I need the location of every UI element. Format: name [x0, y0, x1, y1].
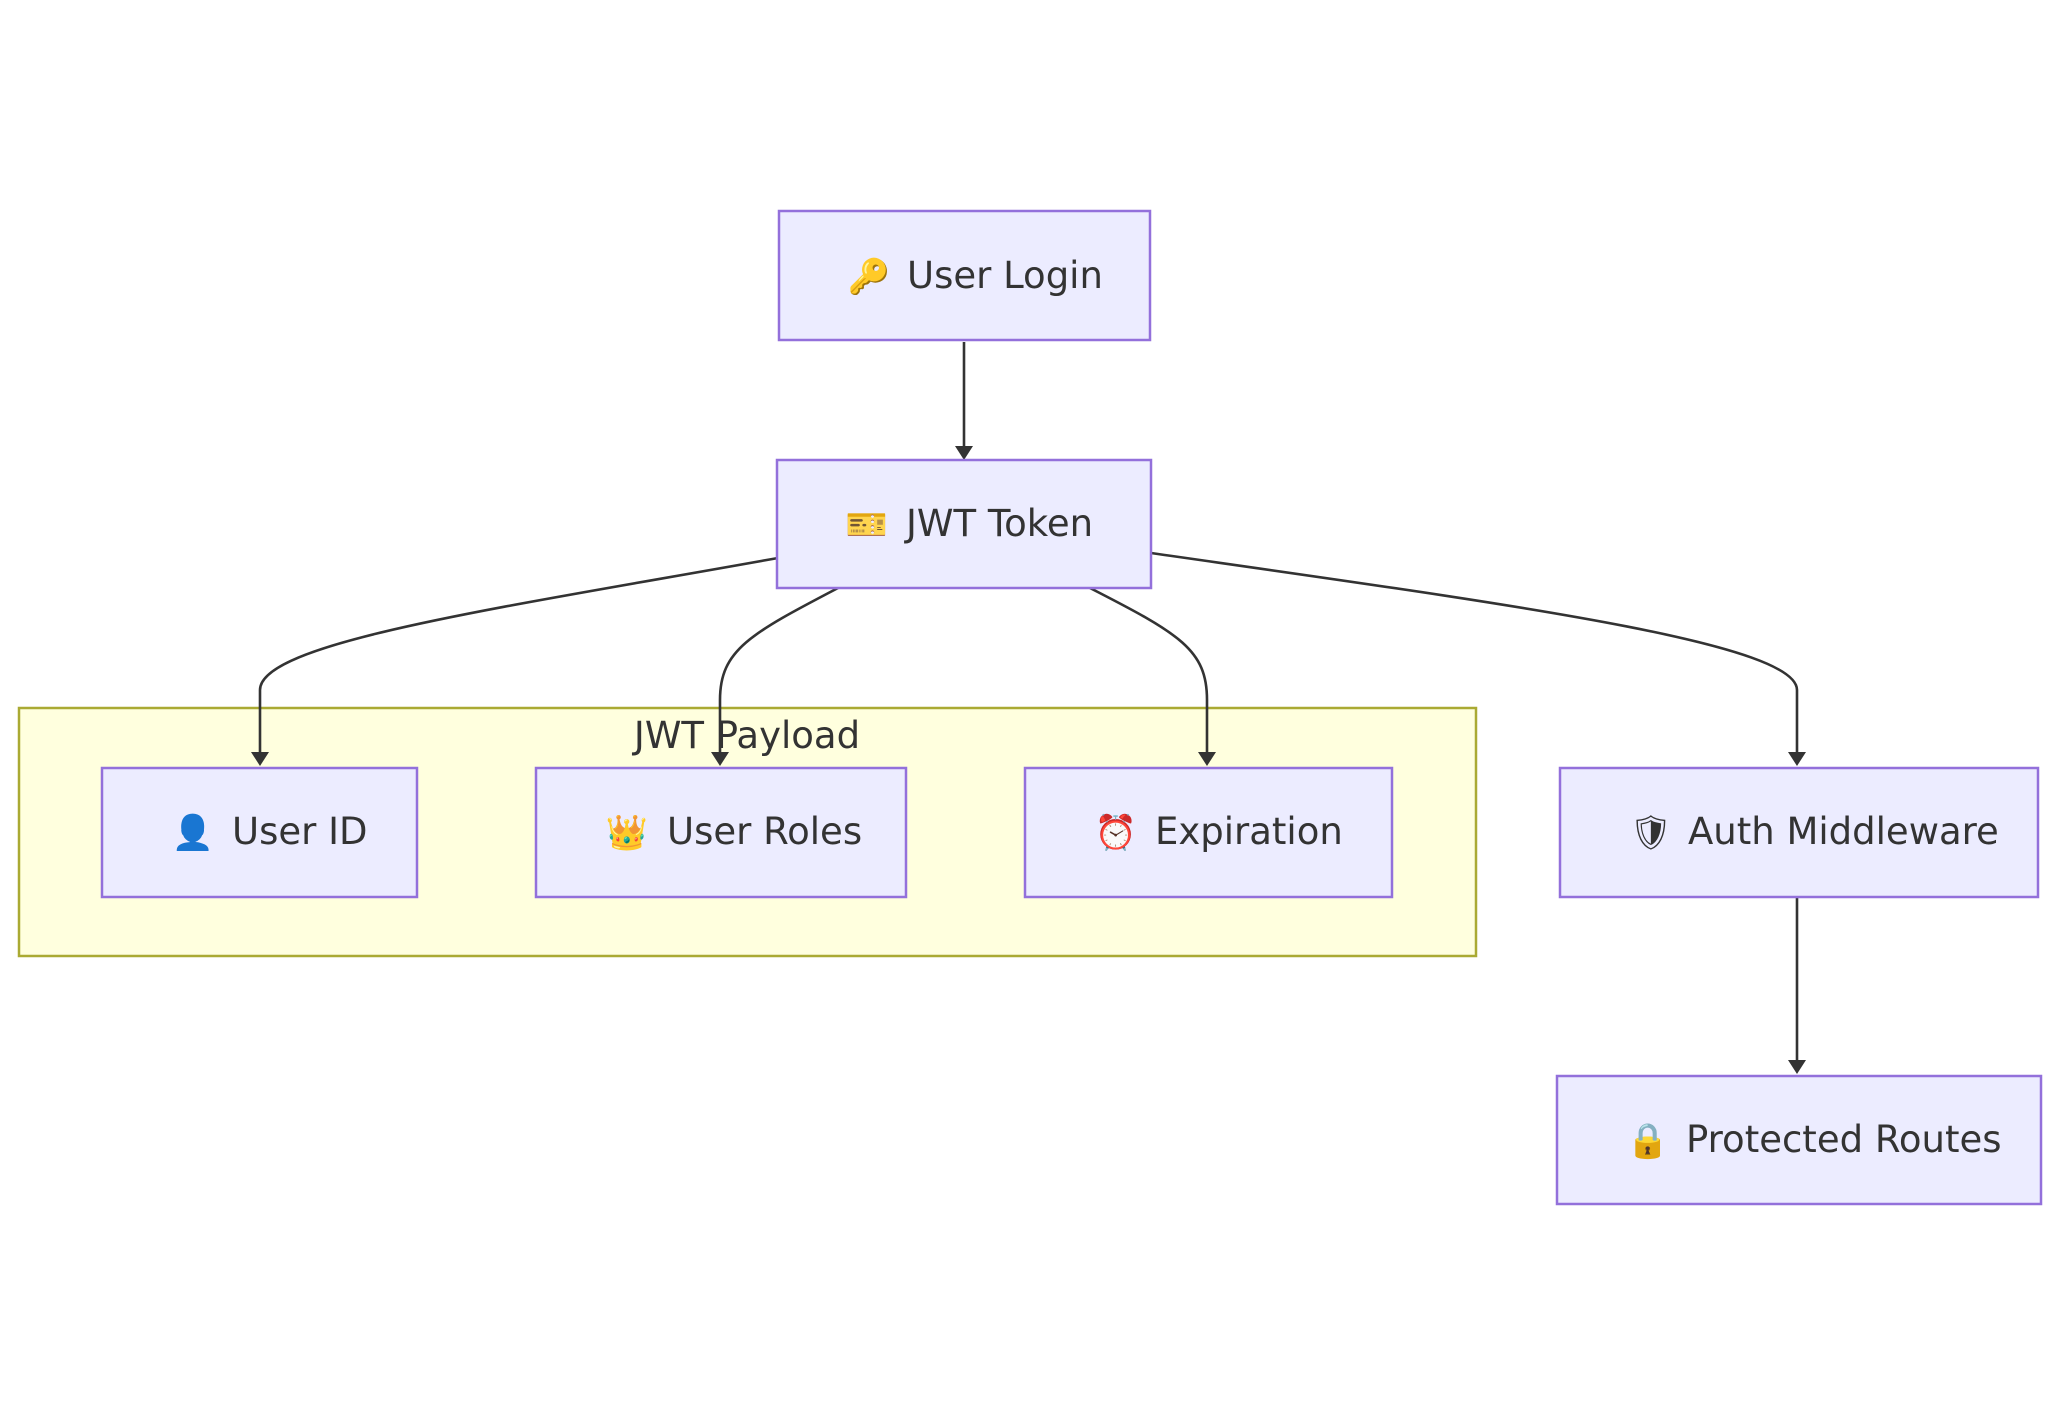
arrowhead	[1198, 752, 1216, 766]
node-box	[100, 766, 419, 899]
edge-jwt-token-to-user-roles	[711, 586, 839, 766]
arrowhead	[1788, 752, 1806, 766]
node-auth-middleware[interactable]: 🛡 Auth Middleware	[1558, 766, 2040, 899]
subgraph-title: JWT Payload	[632, 714, 860, 757]
node-label: User Roles	[667, 810, 862, 853]
edge-auth-middleware-to-protected-routes	[1788, 897, 1806, 1074]
user-icon: 👤	[172, 813, 214, 853]
node-box	[1555, 1074, 2043, 1206]
edge-jwt-token-to-expiration	[1089, 586, 1216, 766]
node-user-id[interactable]: 👤 User ID	[100, 766, 419, 899]
node-user-roles[interactable]: 👑 User Roles	[534, 766, 908, 899]
crown-icon: 👑	[606, 813, 648, 853]
arrowhead	[251, 752, 269, 766]
edges	[251, 342, 1806, 1074]
node-box	[775, 458, 1153, 590]
node-box	[1023, 766, 1394, 899]
node-user-login[interactable]: 🔑 User Login	[777, 209, 1152, 342]
node-label: Expiration	[1155, 810, 1343, 853]
lock-icon: 🔒	[1627, 1121, 1669, 1161]
arrowhead	[955, 446, 973, 460]
node-box	[534, 766, 908, 899]
node-label: User Login	[907, 254, 1103, 297]
arrowhead	[1788, 1060, 1806, 1074]
ticket-icon: 🎫	[846, 505, 888, 545]
node-expiration[interactable]: ⏰ Expiration	[1023, 766, 1394, 899]
alarm-clock-icon: ⏰	[1095, 812, 1137, 853]
node-jwt-token[interactable]: 🎫 JWT Token	[775, 458, 1153, 590]
node-box	[1558, 766, 2040, 899]
node-protected-routes[interactable]: 🔒 Protected Routes	[1555, 1074, 2043, 1206]
node-label: Protected Routes	[1686, 1118, 2002, 1161]
edge-user-login-to-jwt-token	[955, 342, 973, 460]
node-label: JWT Token	[904, 502, 1093, 545]
edge-jwt-token-to-user-id	[251, 556, 779, 766]
node-box	[777, 209, 1152, 342]
key-icon: 🔑	[848, 256, 890, 297]
arrowhead	[711, 752, 729, 766]
node-label: User ID	[232, 810, 368, 853]
shield-icon: 🛡	[1629, 813, 1672, 853]
node-label: Auth Middleware	[1688, 810, 1999, 853]
edge-jwt-token-to-auth-middleware	[1150, 551, 1806, 766]
